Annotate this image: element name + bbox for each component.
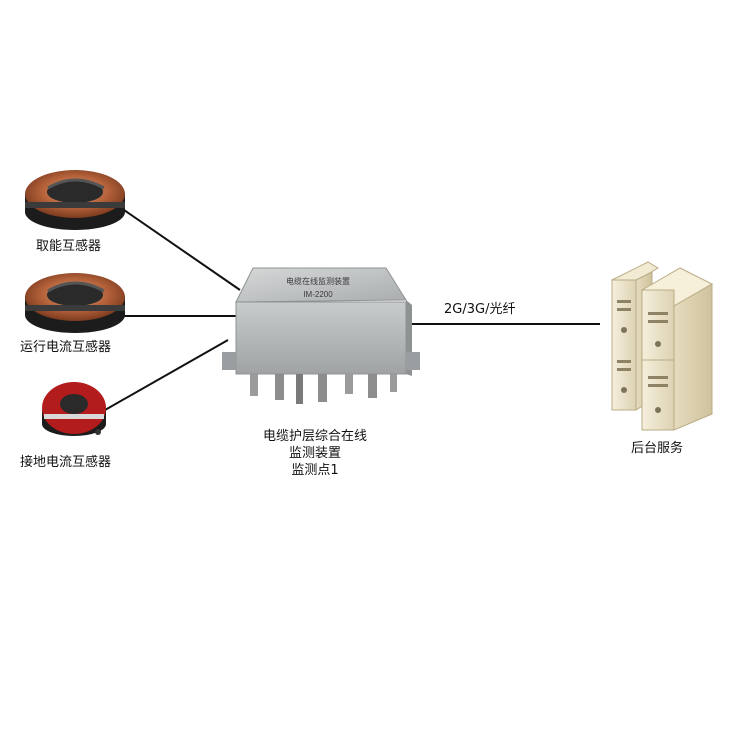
sensor-label-energy: 取能互感器 <box>36 239 102 254</box>
operating-sensor-icon <box>25 273 125 333</box>
device-caption-line3: 监测点1 <box>291 463 339 478</box>
monitoring-device-icon <box>222 267 420 404</box>
sensor-label-grounding: 接地电流互感器 <box>20 455 112 470</box>
device-caption-line1: 电缆护层综合在线 <box>262 429 367 444</box>
device-caption: 电缆护层综合在线 监测装置 监测点1 <box>240 428 390 479</box>
sensor-label-operating: 运行电流互感器 <box>20 340 112 355</box>
connection-line-grounding <box>104 339 229 411</box>
device-plate-model: IM-2200 <box>303 290 333 299</box>
connection-line-energy <box>123 209 241 291</box>
energy-sensor-icon <box>25 170 125 230</box>
server-icon <box>611 261 714 431</box>
device-plate-title: 电缆在线监测装置 <box>286 276 350 286</box>
grounding-sensor-icon <box>42 382 106 436</box>
device-caption-line2: 监测装置 <box>288 446 341 461</box>
server-label: 后台服务 <box>631 441 684 456</box>
link-label: 2G/3G/光纤 <box>444 302 516 317</box>
